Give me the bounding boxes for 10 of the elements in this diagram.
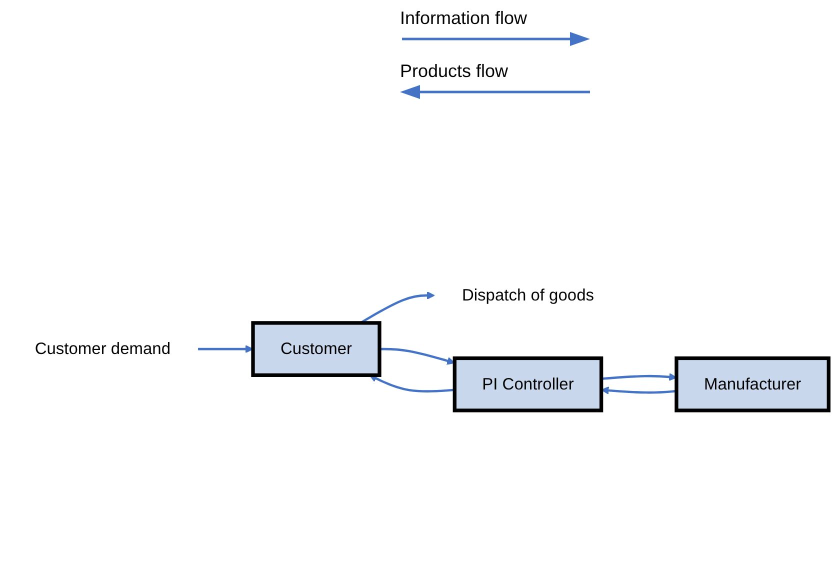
arrow xyxy=(600,386,677,395)
node-box: Manufacturer xyxy=(674,356,830,412)
arrow xyxy=(369,374,455,393)
node-text: Dispatch of goods xyxy=(462,286,594,304)
node-box: Customer xyxy=(251,321,382,378)
legend-text: Information flow xyxy=(400,8,528,29)
node-text: Customer demand xyxy=(34,340,171,358)
legend-text: Products flow xyxy=(400,61,508,82)
arrow xyxy=(198,345,254,354)
node-box: PI Controller xyxy=(452,356,604,412)
